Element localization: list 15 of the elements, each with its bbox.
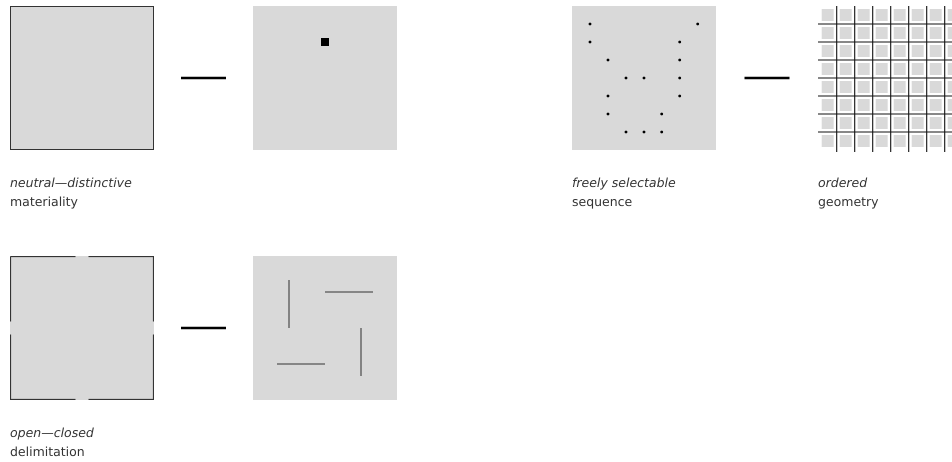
caption-text: geometry [818, 193, 879, 211]
caption-title: neutral—distinctive [10, 174, 132, 192]
square-with-lines [253, 256, 397, 400]
caption-text: sequence [572, 193, 632, 211]
caption-title: open—closed [10, 424, 94, 442]
dash-connector [181, 326, 226, 330]
caption-text: materiality [10, 193, 78, 211]
dash-connector [744, 76, 790, 80]
caption-title: freely selectable [572, 174, 676, 192]
caption-title: ordered [818, 174, 868, 192]
caption-text: delimitation [10, 443, 85, 461]
bordered-square [10, 6, 154, 150]
dash-connector [181, 76, 226, 80]
open-bordered-square [10, 256, 154, 400]
dotted-square [572, 6, 716, 150]
